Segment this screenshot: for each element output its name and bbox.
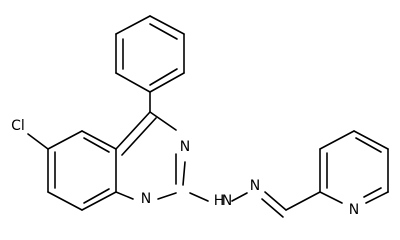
- bond: [115, 111, 151, 150]
- bond: [264, 191, 287, 211]
- bond: [115, 15, 151, 35]
- chemical-structure: Cl N N H N N N: [11, 15, 389, 218]
- bond: [149, 68, 178, 86]
- ring-nitrogen-3-label: N: [180, 139, 190, 155]
- bond: [27, 133, 49, 150]
- bond: [83, 188, 110, 204]
- bond: [231, 192, 248, 202]
- bond: [353, 130, 389, 150]
- bond: [149, 23, 178, 40]
- bond: [261, 198, 284, 218]
- bond: [319, 130, 355, 150]
- chlorine-label: Cl: [11, 118, 25, 134]
- bond: [149, 111, 177, 131]
- hydrazone-h-label: H: [214, 193, 225, 209]
- bond: [182, 161, 186, 186]
- bond: [355, 137, 382, 153]
- atom-labels: Cl N N H N N N: [11, 118, 359, 218]
- ring-nitrogen-1-label: N: [141, 191, 151, 207]
- bond: [81, 191, 117, 211]
- bond: [83, 137, 110, 153]
- bond: [47, 130, 83, 150]
- bond: [149, 15, 185, 35]
- bond: [157, 192, 177, 200]
- bond: [189, 192, 209, 202]
- bond: [115, 191, 134, 200]
- bond: [285, 191, 321, 211]
- bonds: [27, 15, 389, 218]
- bond: [121, 117, 157, 156]
- hydrazone-nitrogen-label: N: [250, 178, 260, 194]
- bond: [319, 191, 343, 204]
- bond: [365, 191, 389, 204]
- bond: [115, 72, 151, 93]
- pyridine-nitrogen-label: N: [349, 202, 359, 218]
- bond: [47, 191, 83, 211]
- bond: [363, 187, 382, 198]
- bond: [81, 130, 117, 150]
- hydrazone-nh-nitrogen-label: N: [222, 193, 232, 209]
- bond: [149, 72, 185, 93]
